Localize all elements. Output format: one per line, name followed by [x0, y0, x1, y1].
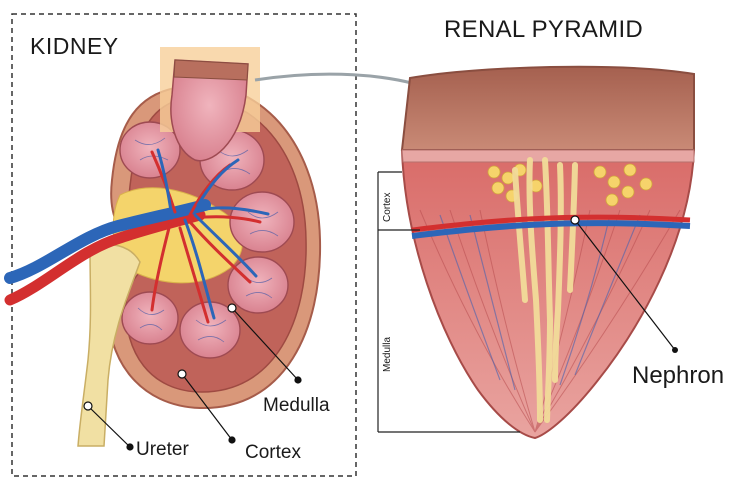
kidney-illustration	[10, 47, 320, 450]
nephron-leader-end	[672, 347, 678, 353]
ureter-label: Ureter	[136, 439, 189, 461]
bracket-medulla-label: Medulla	[382, 337, 393, 372]
nephron-label: Nephron	[632, 362, 724, 390]
cortex-label: Cortex	[245, 442, 301, 464]
kidney-title: KIDNEY	[30, 33, 119, 60]
pyramid-cap	[402, 67, 694, 150]
bracket-cortex-label: Cortex	[382, 193, 393, 222]
nephron-leader-start	[571, 216, 579, 224]
medulla-label: Medulla	[263, 395, 330, 417]
extracted-pyramid-cap	[174, 60, 248, 80]
renal-pyramid-title: RENAL PYRAMID	[444, 16, 643, 44]
